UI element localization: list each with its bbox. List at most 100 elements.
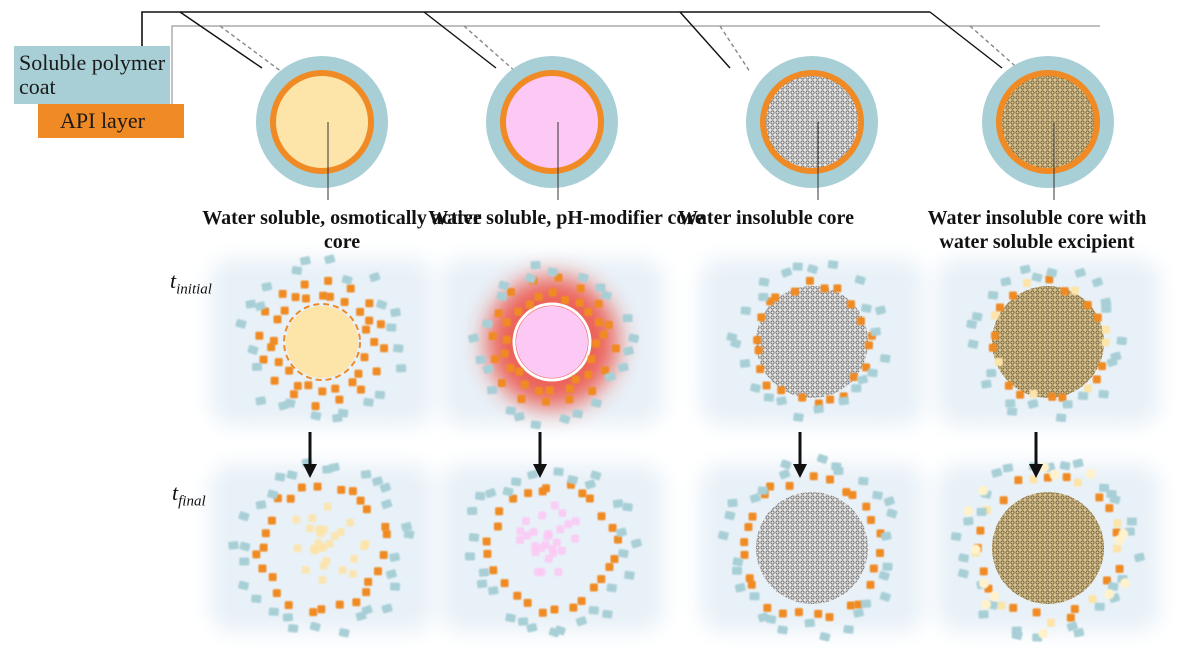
coat-fragment	[261, 282, 273, 292]
coat-fragment	[251, 362, 263, 371]
api-particle	[354, 369, 363, 378]
api-particle	[272, 589, 281, 598]
api-particle	[1113, 519, 1122, 528]
coat-fragment	[1005, 399, 1016, 408]
api-particle	[284, 601, 293, 610]
api-particle	[340, 297, 349, 306]
coat-fragment	[467, 506, 478, 516]
api-particle	[995, 303, 1004, 312]
api-particle	[507, 287, 516, 296]
coat-fragment	[572, 409, 583, 419]
coat-fragment	[238, 511, 250, 522]
leader-api-3	[719, 25, 751, 73]
api-particle	[267, 516, 276, 525]
coat-fragment	[553, 467, 564, 477]
stage-final-3	[700, 453, 924, 642]
coat-fragment	[807, 264, 819, 274]
api-particle	[313, 482, 322, 491]
coat-fragment	[717, 530, 729, 541]
dissolved-core-particle	[549, 549, 558, 558]
api-particle	[825, 475, 834, 484]
dissolved-core-particle	[557, 546, 566, 555]
coat-fragment	[360, 470, 372, 479]
coat-fragment	[468, 333, 480, 343]
api-particle	[538, 608, 547, 617]
api-particle	[319, 291, 328, 300]
api-particle	[493, 522, 502, 531]
coat-fragment	[1074, 267, 1086, 278]
dissolved-core-particle	[564, 520, 573, 529]
api-particle	[771, 293, 780, 302]
api-particle	[846, 300, 855, 309]
coat-fragment	[978, 610, 989, 619]
stage-arrow-head-2	[533, 464, 547, 478]
time-label-final: tfinal	[172, 480, 206, 510]
api-particle	[578, 489, 587, 498]
dissolved-core-particle	[350, 554, 359, 563]
coat-fragment	[1098, 483, 1110, 493]
api-particle	[1058, 393, 1067, 402]
api-particle	[372, 367, 381, 376]
api-particle	[346, 284, 355, 293]
stage-arrow-head-4	[1029, 464, 1043, 478]
excipient-particle	[1049, 469, 1060, 480]
coat-fragment	[282, 613, 294, 622]
api-particle	[826, 395, 835, 404]
api-particle	[1032, 608, 1041, 617]
coat-fragment	[381, 499, 393, 510]
api-particle	[592, 339, 601, 348]
dissolved-core-particle	[301, 565, 310, 574]
api-particle	[740, 550, 749, 559]
coat-fragment	[267, 489, 279, 500]
api-particle	[794, 608, 803, 617]
coat-fragment	[1100, 297, 1112, 307]
api-particle	[597, 575, 606, 584]
coat-fragment	[355, 611, 367, 621]
coat-fragment	[843, 625, 854, 634]
api-particle	[534, 387, 543, 396]
coat-fragment	[958, 553, 970, 563]
stage-core	[756, 492, 868, 604]
coat-fragment	[967, 339, 979, 349]
coat-fragment	[286, 470, 298, 480]
coat-fragment	[976, 507, 987, 516]
coat-fragment	[950, 532, 962, 541]
coat-fragment	[530, 420, 542, 430]
dissolved-core-particle	[306, 524, 315, 533]
coat-fragment	[374, 390, 386, 400]
api-particle	[584, 307, 593, 316]
coat-fragment	[827, 260, 839, 270]
coat-fragment	[482, 319, 493, 329]
coat-fragment	[291, 266, 303, 275]
coat-fragment	[617, 548, 629, 558]
api-particle	[1070, 604, 1079, 613]
stage-core	[516, 306, 588, 378]
coat-fragment	[474, 491, 486, 501]
api-particle	[497, 378, 506, 387]
coat-fragment	[464, 552, 475, 561]
coat-fragment	[1019, 264, 1031, 275]
coat-fragment	[1077, 391, 1089, 401]
api-particle	[849, 373, 858, 382]
api-particle	[991, 311, 1000, 320]
coat-fragment	[870, 327, 881, 337]
api-particle	[976, 526, 985, 535]
api-particle	[506, 364, 515, 373]
api-particle	[1062, 473, 1071, 482]
api-particle	[1101, 338, 1110, 347]
api-particle	[289, 390, 298, 399]
coat-fragment	[966, 319, 978, 329]
api-particle	[285, 366, 294, 375]
coat-fragment	[588, 605, 599, 615]
api-particle	[259, 543, 268, 552]
coat-fragment	[734, 582, 746, 593]
coat-fragment	[527, 469, 539, 480]
api-particle	[600, 366, 609, 375]
coat-fragment	[858, 476, 869, 486]
coat-fragment	[615, 527, 627, 538]
coat-fragment	[1109, 494, 1121, 505]
coat-fragment	[496, 291, 508, 301]
dissolved-core-particle	[550, 501, 559, 510]
api-particle	[814, 609, 823, 618]
excipient-particle	[1104, 589, 1115, 600]
